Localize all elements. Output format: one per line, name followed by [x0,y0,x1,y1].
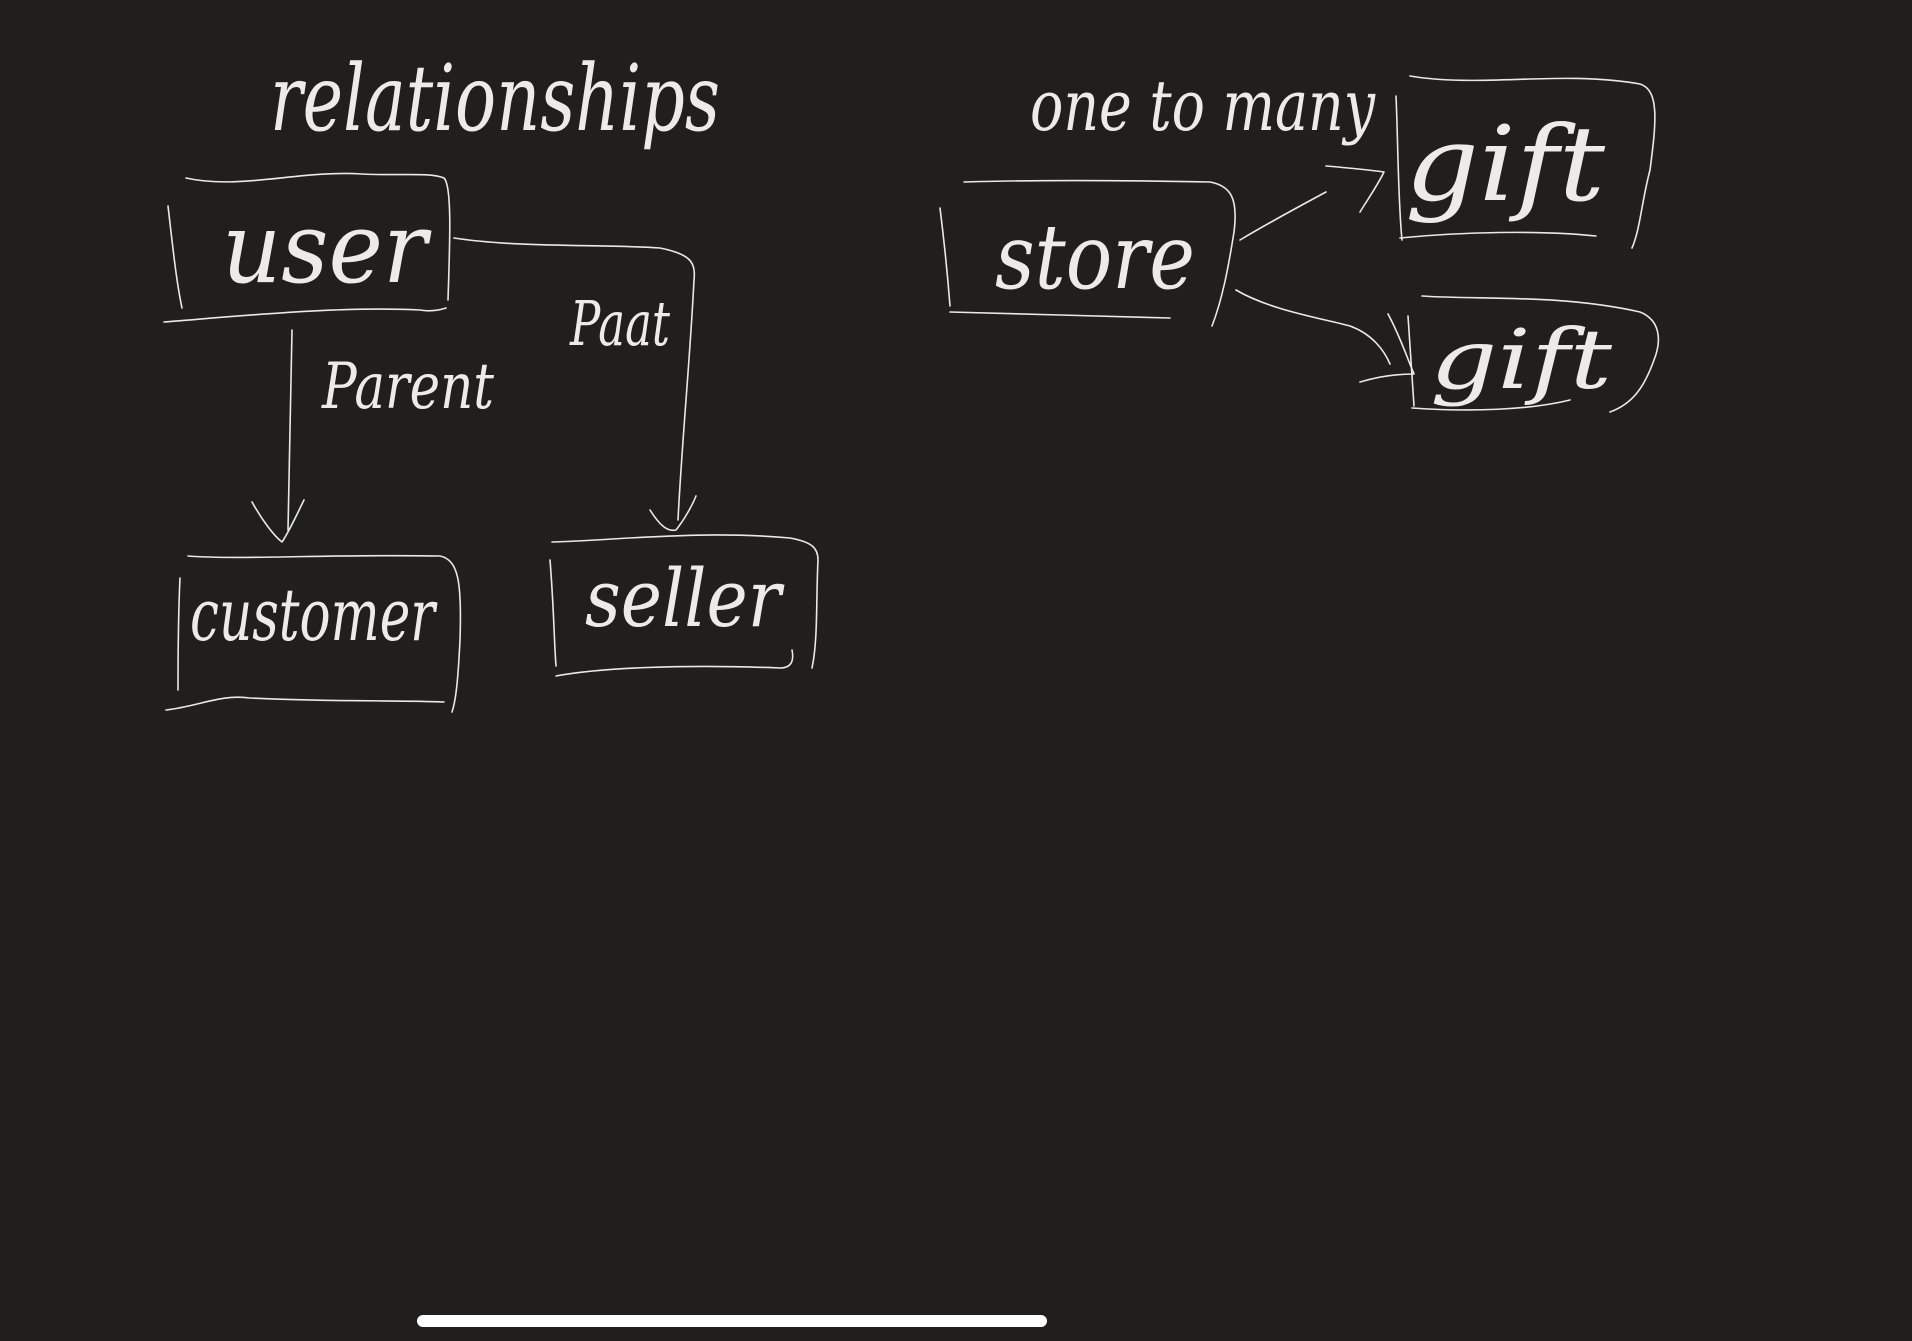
user-node-label: user [222,192,432,306]
seller-node-label: seller [585,552,785,645]
left-diagram-title: relationships [270,45,720,152]
arrow-store-to-gift-bottom [1235,289,1415,383]
store-box-outline [939,179,1236,327]
edge-label-paat: Paat [569,287,670,360]
edge-label-parent: Parent [321,350,494,424]
customer-box-outline [165,554,462,713]
right-diagram-title: one to many [1030,65,1376,147]
customer-box: customer [165,554,462,713]
gift-bottom-box-outline [1407,295,1660,413]
store-node-label: store [995,205,1195,310]
gift-top-box-outline [1395,75,1656,249]
gift-bottom-node-label: gift [1430,313,1613,408]
user-box-outline [163,172,451,323]
home-indicator-bar[interactable] [417,1315,1047,1327]
gift-bottom-box: gift [1407,295,1660,413]
seller-box: seller [549,534,819,677]
arrow-store-to-gift-top [1239,165,1385,241]
arrow-user-to-seller [453,237,697,532]
arrow-user-to-customer [251,329,305,543]
user-box: user [163,172,451,323]
gift-top-box: gift [1395,75,1656,249]
gift-top-node-label: gift [1405,103,1605,225]
store-box: store [939,179,1236,327]
customer-node-label: customer [190,573,438,657]
seller-box-outline [549,534,819,677]
